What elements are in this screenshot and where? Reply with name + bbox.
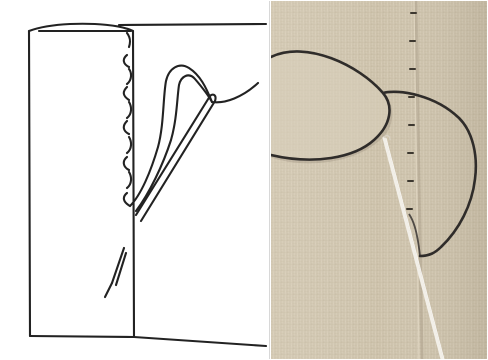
fabric-right-fold	[133, 31, 134, 337]
sewing-diagram-panel	[1, 1, 270, 359]
fabric-left-edge	[29, 31, 30, 336]
whipstitch-diagram	[1, 1, 269, 359]
background-top-line	[119, 24, 266, 25]
fabric-bottom-edge	[30, 336, 134, 337]
fabric-photo-panel	[271, 1, 487, 359]
diagram-background	[1, 1, 269, 359]
fabric-photo	[271, 1, 487, 359]
